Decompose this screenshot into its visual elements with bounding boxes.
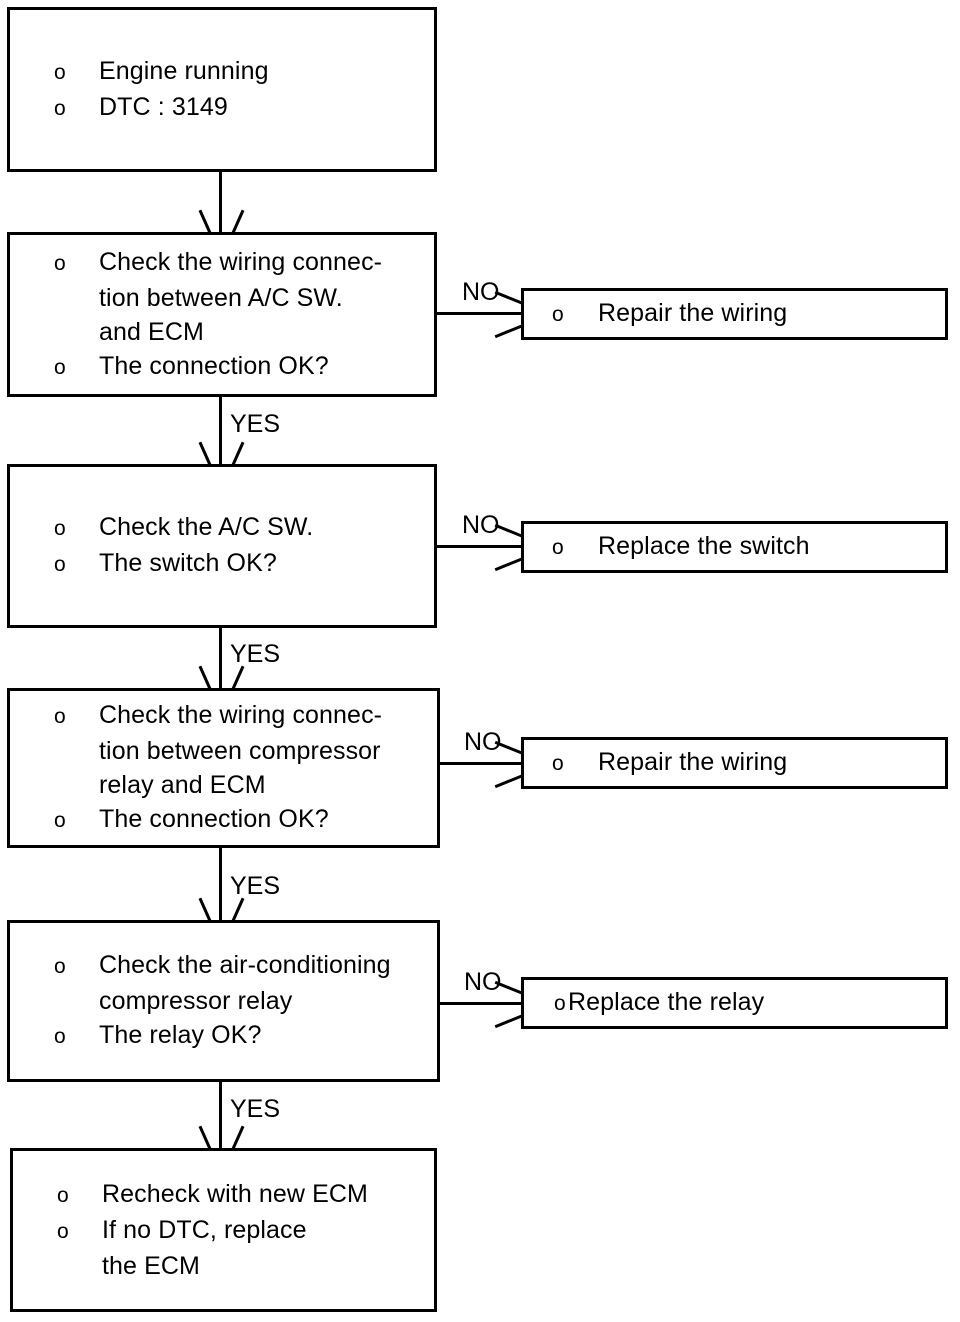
connector-yes-2 <box>219 628 222 688</box>
node-line: o Check the wiring connec- <box>54 698 437 734</box>
connector-yes-3 <box>219 848 222 920</box>
node-line: o Recheck with new ECM <box>57 1177 434 1213</box>
bullet-marker-icon: o <box>54 355 66 379</box>
node-line: the ECM <box>102 1252 200 1280</box>
node-line: o Replace the switch <box>552 529 945 565</box>
node-line: o The connection OK? <box>54 349 434 385</box>
bullet-marker-icon: o <box>54 1025 66 1048</box>
edge-label-no-2: NO <box>462 511 500 539</box>
node-line: o The connection OK? <box>54 802 437 838</box>
node-line: o Check the wiring connec- <box>54 245 434 281</box>
bullet-marker-icon: o <box>57 1220 69 1243</box>
bullet-marker-icon: o <box>54 809 66 832</box>
bullet-marker-icon: o <box>54 251 66 275</box>
node-check-acsw: o Check the A/C SW. o The switch OK? <box>7 464 437 628</box>
node-line: o The switch OK? <box>54 546 434 582</box>
node-line: and ECM <box>99 317 204 346</box>
node-replace-relay: o Replace the relay <box>521 977 948 1029</box>
bullet-marker-icon: o <box>54 60 66 84</box>
bullet-marker-icon: o <box>54 553 66 576</box>
bullet-marker-icon: o <box>57 1184 69 1207</box>
edge-label-yes-4: YES <box>230 1095 281 1123</box>
connector-no-2 <box>437 545 521 548</box>
edge-label-yes-1: YES <box>230 410 281 438</box>
node-line: o Replace the relay <box>554 985 945 1021</box>
node-start-line-2: o DTC : 3149 <box>54 90 434 126</box>
edge-label-yes-3: YES <box>230 872 281 900</box>
connector-no-3 <box>440 762 521 765</box>
node-line: o Repair the wiring <box>552 745 945 781</box>
connector-yes-4 <box>219 1082 222 1148</box>
node-line: tion between compressor <box>99 737 381 765</box>
node-check-ac-compressor-relay: o Check the air-conditioning compressor … <box>7 920 440 1082</box>
node-line: o If no DTC, replace <box>57 1213 434 1249</box>
node-line: o Check the air-conditioning <box>54 948 437 984</box>
node-start: o Engine running o DTC : 3149 <box>7 7 437 172</box>
connector-no-1 <box>437 312 521 315</box>
bullet-marker-icon: o <box>54 96 66 120</box>
bullet-marker-icon: o <box>552 752 564 775</box>
edge-label-no-4: NO <box>464 968 502 996</box>
node-line: o Check the A/C SW. <box>54 510 434 546</box>
node-line: tion between A/C SW. <box>99 283 343 312</box>
node-line: compressor relay <box>99 987 293 1015</box>
bullet-marker-icon: o <box>552 303 564 326</box>
node-replace-switch: o Replace the switch <box>521 521 948 573</box>
node-line: o Repair the wiring <box>552 296 945 332</box>
node-line: o The relay OK? <box>54 1018 437 1054</box>
node-repair-wiring-1: o Repair the wiring <box>521 288 948 340</box>
edge-label-yes-2: YES <box>230 640 281 668</box>
bullet-marker-icon: o <box>552 536 564 559</box>
edge-label-no-3: NO <box>464 728 502 756</box>
bullet-marker-icon: o <box>54 517 66 540</box>
connector-no-4 <box>440 1002 521 1005</box>
connector-start-to-wiring-acsw <box>219 172 222 232</box>
node-start-line-1: o Engine running <box>54 54 434 90</box>
node-line: relay and ECM <box>99 771 266 799</box>
connector-yes-1 <box>219 397 222 464</box>
bullet-marker-icon: o <box>54 955 66 978</box>
edge-label-no-1: NO <box>462 278 500 306</box>
bullet-marker-icon: o <box>554 992 566 1015</box>
node-check-wiring-acsw-ecm: o Check the wiring connec- tion between … <box>7 232 437 397</box>
node-repair-wiring-2: o Repair the wiring <box>521 737 948 789</box>
bullet-marker-icon: o <box>54 705 66 728</box>
node-check-wiring-compressor-ecm: o Check the wiring connec- tion between … <box>7 688 440 848</box>
node-recheck-ecm: o Recheck with new ECM o If no DTC, repl… <box>10 1148 437 1312</box>
